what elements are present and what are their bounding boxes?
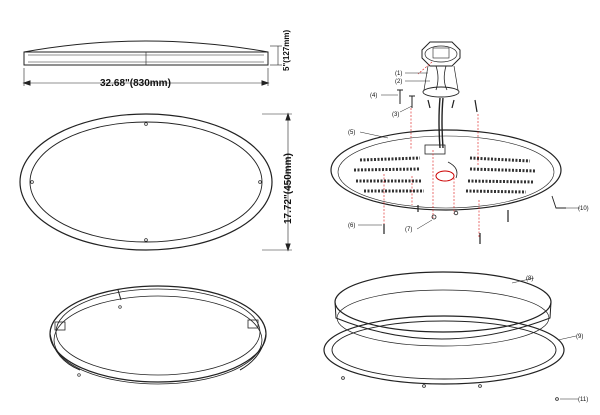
screw-4 [397, 89, 403, 104]
screw-11 [341, 376, 559, 401]
callout-3: (3) [392, 112, 399, 118]
callout-10: (10) [578, 206, 589, 212]
mounting-canopy [421, 41, 461, 149]
diffuser-shade [334, 271, 552, 347]
callout-leaders [358, 72, 580, 400]
bracket-10 [551, 195, 566, 209]
callout-1: (1) [395, 71, 402, 77]
trim-ring [323, 315, 565, 385]
perspective-view [49, 285, 267, 385]
callout-4: (4) [370, 93, 377, 99]
height-dimension-label: 5"(127mm) [282, 30, 291, 71]
screw-6 [383, 205, 509, 244]
led-base-plate [330, 129, 562, 211]
callout-8: (8) [526, 276, 533, 282]
clip-7 [431, 210, 459, 220]
callout-2: (2) [395, 79, 402, 85]
exploded-assembly-view [323, 41, 580, 401]
width-dimension-label: 32.68"(830mm) [100, 78, 171, 89]
callout-9: (9) [576, 334, 583, 340]
callout-7: (7) [405, 227, 412, 233]
callout-labels: (1) (2) (4) (3) (5) (6) (7) (8) (9) (10)… [348, 71, 589, 403]
callout-11: (11) [578, 397, 588, 403]
depth-dimension-label: 17.72"(450mm) [283, 153, 294, 224]
top-plan-view [19, 112, 292, 252]
assembly-guide-lines [383, 61, 480, 238]
side-elevation-view [22, 40, 282, 86]
callout-5: (5) [348, 130, 355, 136]
callout-6: (6) [348, 223, 355, 229]
